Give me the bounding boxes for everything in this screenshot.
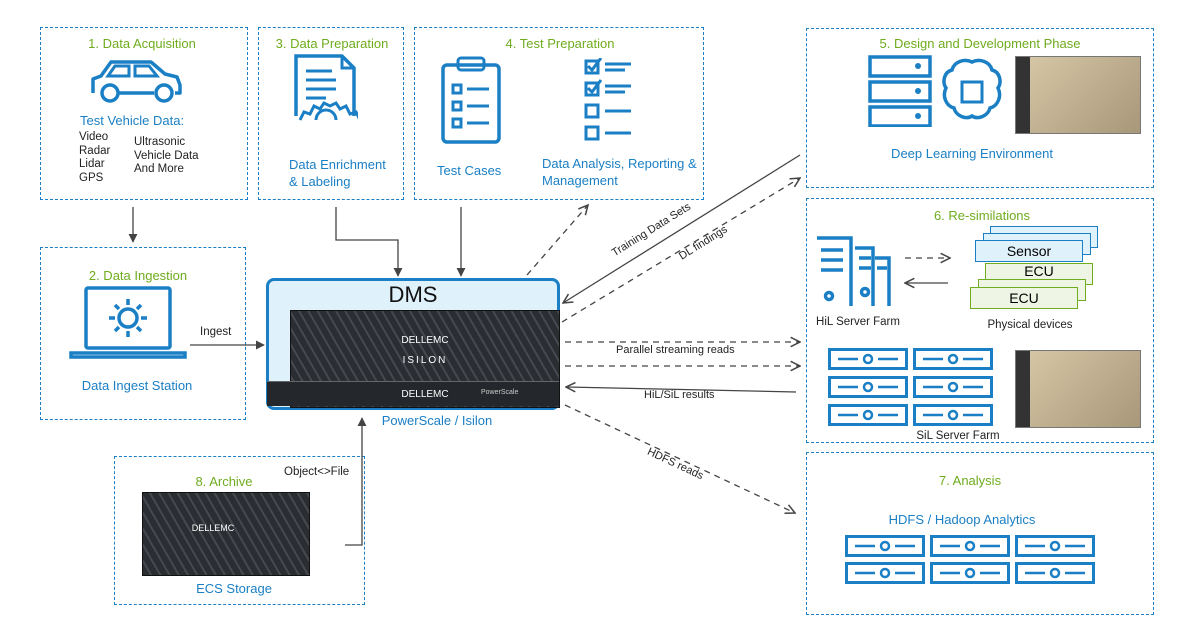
object-file-label: Object<>File: [284, 466, 350, 478]
re-simulations-box: [806, 198, 1154, 443]
ingest-label: Ingest: [200, 326, 232, 338]
deep-learning-environment-label: Deep Learning Environment: [891, 146, 1053, 161]
hdfs-hadoop-label: HDFS / Hadoop Analytics: [888, 512, 1036, 527]
data-ingest-station-label: Data Ingest Station: [81, 378, 193, 393]
test-vehicle-data-label: Test Vehicle Data:: [80, 113, 185, 128]
sensor-card: Sensor: [975, 240, 1083, 262]
data-ingestion-title: 2. Data Ingestion: [88, 268, 188, 283]
dl-findings-label: DL findings: [676, 223, 730, 263]
test-preparation-box: [414, 27, 704, 200]
design-development-title: 5. Design and Development Phase: [879, 36, 1081, 51]
data-preparation-title: 3. Data Preparation: [275, 36, 389, 51]
server-stack-icon: [868, 55, 932, 127]
ecs-storage-server-image: DELLEMC: [142, 492, 310, 576]
analysis-box: [806, 452, 1154, 615]
hdfs-reads-label: HDFS reads: [645, 445, 706, 483]
test-cases-label: Test Cases: [437, 163, 502, 178]
data-analysis-label: Data Analysis, Reporting &Management: [542, 156, 697, 188]
data-enrichment-label: Data Enrichment& Labeling: [289, 157, 386, 189]
brain-chip-icon: [942, 58, 1002, 120]
hil-server-farm-icon: [817, 236, 891, 306]
powerscale-isilon-server-image: DELLEMC ISILON DELLEMC PowerScale: [267, 310, 560, 408]
archive-box: [114, 456, 365, 605]
sil-server-farm-label: SiL Server Farm: [916, 430, 1000, 442]
data-acquisition-box: [40, 27, 248, 200]
document-gear-icon: [294, 54, 358, 121]
design-development-box: [806, 28, 1154, 188]
sil-server-photo: [1015, 350, 1141, 428]
hil-sil-results-label: HiL/SiL results: [644, 389, 715, 401]
deep-learning-server-photo: [1015, 56, 1141, 134]
ecu-card: ECU: [970, 287, 1078, 309]
checklist-icon: [584, 58, 631, 141]
data-preparation-box: [258, 27, 404, 200]
laptop-gear-icon: [69, 286, 187, 359]
dms-title: DMS: [388, 282, 438, 307]
archive-title: 8. Archive: [195, 474, 253, 489]
ecs-storage-label: ECS Storage: [196, 581, 272, 596]
parallel-streaming-reads-label: Parallel streaming reads: [616, 344, 735, 356]
analysis-title: 7. Analysis: [938, 473, 1002, 488]
sil-server-farm-icon: [828, 348, 993, 426]
powerscale-isilon-label: PowerScale / Isilon: [381, 413, 493, 428]
car-icon: [91, 60, 182, 103]
data-ingestion-box: [40, 247, 246, 420]
re-simulations-title: 6. Re-similations: [933, 208, 1031, 223]
hil-server-farm-label: HiL Server Farm: [816, 316, 900, 328]
hadoop-rack-icon: [845, 535, 1095, 584]
physical-devices-label: Physical devices: [987, 319, 1073, 331]
clipboard-icon: [441, 56, 501, 144]
data-acquisition-title: 1. Data Acquisition: [88, 36, 196, 51]
test-preparation-title: 4. Test Preparation: [505, 36, 615, 51]
